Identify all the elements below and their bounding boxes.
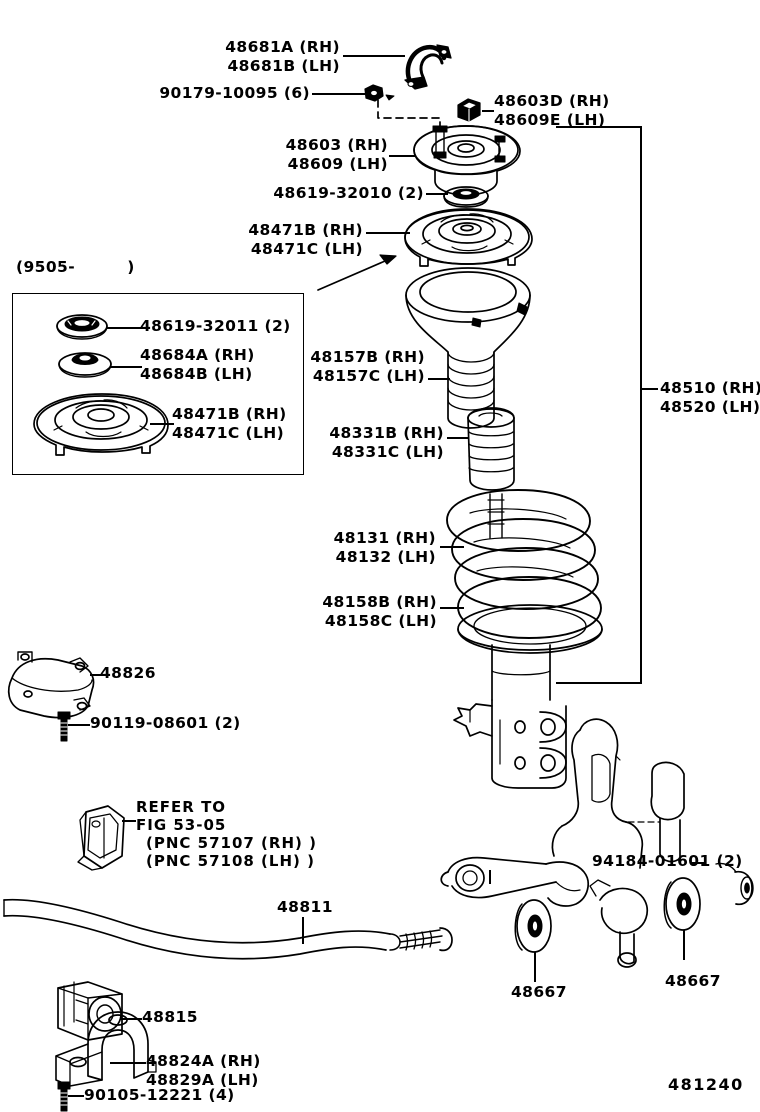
label-inset-48684b-lh: 48684B (LH) — [140, 365, 253, 383]
label-48132-lh: 48132 (LH) — [335, 548, 436, 566]
label-48826: 48826 — [100, 664, 156, 682]
label-48471b-rh: 48471B (RH) — [248, 221, 363, 239]
cap-48603d-art — [458, 99, 480, 121]
label-48157b-rh: 48157B (RH) — [310, 348, 425, 366]
spring-seat-48471-art — [405, 209, 532, 266]
leader-90179 — [312, 93, 365, 95]
leader-inset-48684 — [110, 366, 142, 368]
bracket-48824-art — [56, 1012, 156, 1086]
label-48815: 48815 — [142, 1008, 198, 1026]
refer-part-art — [78, 806, 124, 870]
leader-48331 — [447, 437, 469, 439]
leader-48603d — [482, 110, 494, 112]
leader-inset-48619 — [106, 327, 142, 329]
leader-48471 — [366, 232, 410, 234]
leader-48667-left — [534, 952, 536, 982]
label-94184-01601: 94184-01601 (2) — [592, 852, 743, 870]
leader-48157 — [428, 378, 450, 380]
label-90119-08601: 90119-08601 (2) — [90, 714, 241, 732]
label-inset-48619-32011: 48619-32011 (2) — [140, 317, 291, 335]
label-48811: 48811 — [277, 898, 333, 916]
label-inset-48684a-rh: 48684A (RH) — [140, 346, 255, 364]
leader-48603 — [389, 155, 415, 157]
leader-48681 — [343, 55, 405, 57]
leader-refer — [122, 820, 136, 822]
label-90105-12221: 90105-12221 (4) — [84, 1086, 235, 1104]
leader-48667-right — [683, 930, 685, 960]
label-48829a-lh: 48829A (LH) — [146, 1071, 259, 1089]
leader-90105 — [68, 1095, 84, 1097]
label-48520-lh: 48520 (LH) — [660, 398, 760, 416]
leader-48131 — [440, 546, 464, 548]
label-48510-rh: 48510 (RH) — [660, 379, 760, 397]
label-48667-right: 48667 — [665, 972, 721, 990]
dust-seal-48667-left-art — [515, 900, 551, 952]
assembly-bracket-48510 — [556, 126, 658, 684]
leader-48158 — [440, 607, 464, 609]
label-90179-10095: 90179-10095 (6) — [159, 84, 310, 102]
leader-94184 — [690, 862, 706, 864]
bushing-48815-art — [58, 982, 122, 1040]
label-48331b-rh: 48331B (RH) — [329, 424, 444, 442]
label-48158b-rh: 48158B (RH) — [322, 593, 437, 611]
strut-body-knuckle-art — [454, 645, 566, 788]
leader-48826 — [90, 674, 102, 676]
label-inset-48471c-lh: 48471C (LH) — [172, 424, 285, 442]
label-48603d-rh: 48603D (RH) — [494, 92, 610, 110]
label-48824a-rh: 48824A (RH) — [146, 1052, 261, 1070]
clip-48681-art — [405, 45, 451, 89]
leader-48811 — [302, 917, 304, 944]
label-48331c-lh: 48331C (LH) — [331, 443, 444, 461]
bolt-90119-art — [58, 712, 70, 741]
inset-date-note: (9505- ) — [16, 258, 135, 276]
leader-48824 — [110, 1062, 146, 1064]
label-48158c-lh: 48158C (LH) — [324, 612, 437, 630]
label-48609e-lh: 48609E (LH) — [494, 111, 606, 129]
bearing-48619-art — [444, 187, 488, 207]
refer-note-line2: FIG 53-05 — [136, 816, 227, 834]
support-48603-art — [414, 126, 520, 195]
label-48131-rh: 48131 (RH) — [333, 529, 436, 547]
refer-note-line4: (PNC 57108 (LH) ) — [146, 852, 315, 870]
label-inset-48471b-rh: 48471B (RH) — [172, 405, 287, 423]
label-48603-rh: 48603 (RH) — [285, 136, 388, 154]
leader-inset-48471 — [150, 423, 174, 425]
leader-94184-stem — [489, 870, 491, 884]
bracket-48826-art — [9, 652, 94, 718]
leader-90119 — [68, 724, 90, 726]
suspension-member-art — [552, 719, 684, 868]
bump-stop-48331-art — [468, 408, 514, 490]
label-48681-lh: 48681B (LH) — [227, 57, 340, 75]
leader-48619 — [426, 193, 448, 195]
figure-number: 481240 — [668, 1075, 744, 1094]
leader-48815 — [120, 1018, 142, 1020]
label-48619-32010: 48619-32010 (2) — [273, 184, 424, 202]
label-48471c-lh: 48471C (LH) — [250, 240, 363, 258]
refer-note-line1: REFER TO — [136, 798, 227, 816]
refer-note-line3: (PNC 57107 (RH) ) — [146, 834, 317, 852]
label-48667-left: 48667 — [511, 983, 567, 1001]
nut-90179-art — [365, 85, 394, 101]
inset-frame — [12, 293, 304, 475]
label-48157c-lh: 48157C (LH) — [312, 367, 425, 385]
lower-control-arm-art — [441, 858, 647, 967]
label-48609-lh: 48609 (LH) — [287, 155, 388, 173]
dust-seal-48667-right-art — [664, 878, 700, 930]
stabilizer-bar-48811-art — [4, 900, 452, 959]
label-48681-rh: 48681A (RH) — [225, 38, 340, 56]
